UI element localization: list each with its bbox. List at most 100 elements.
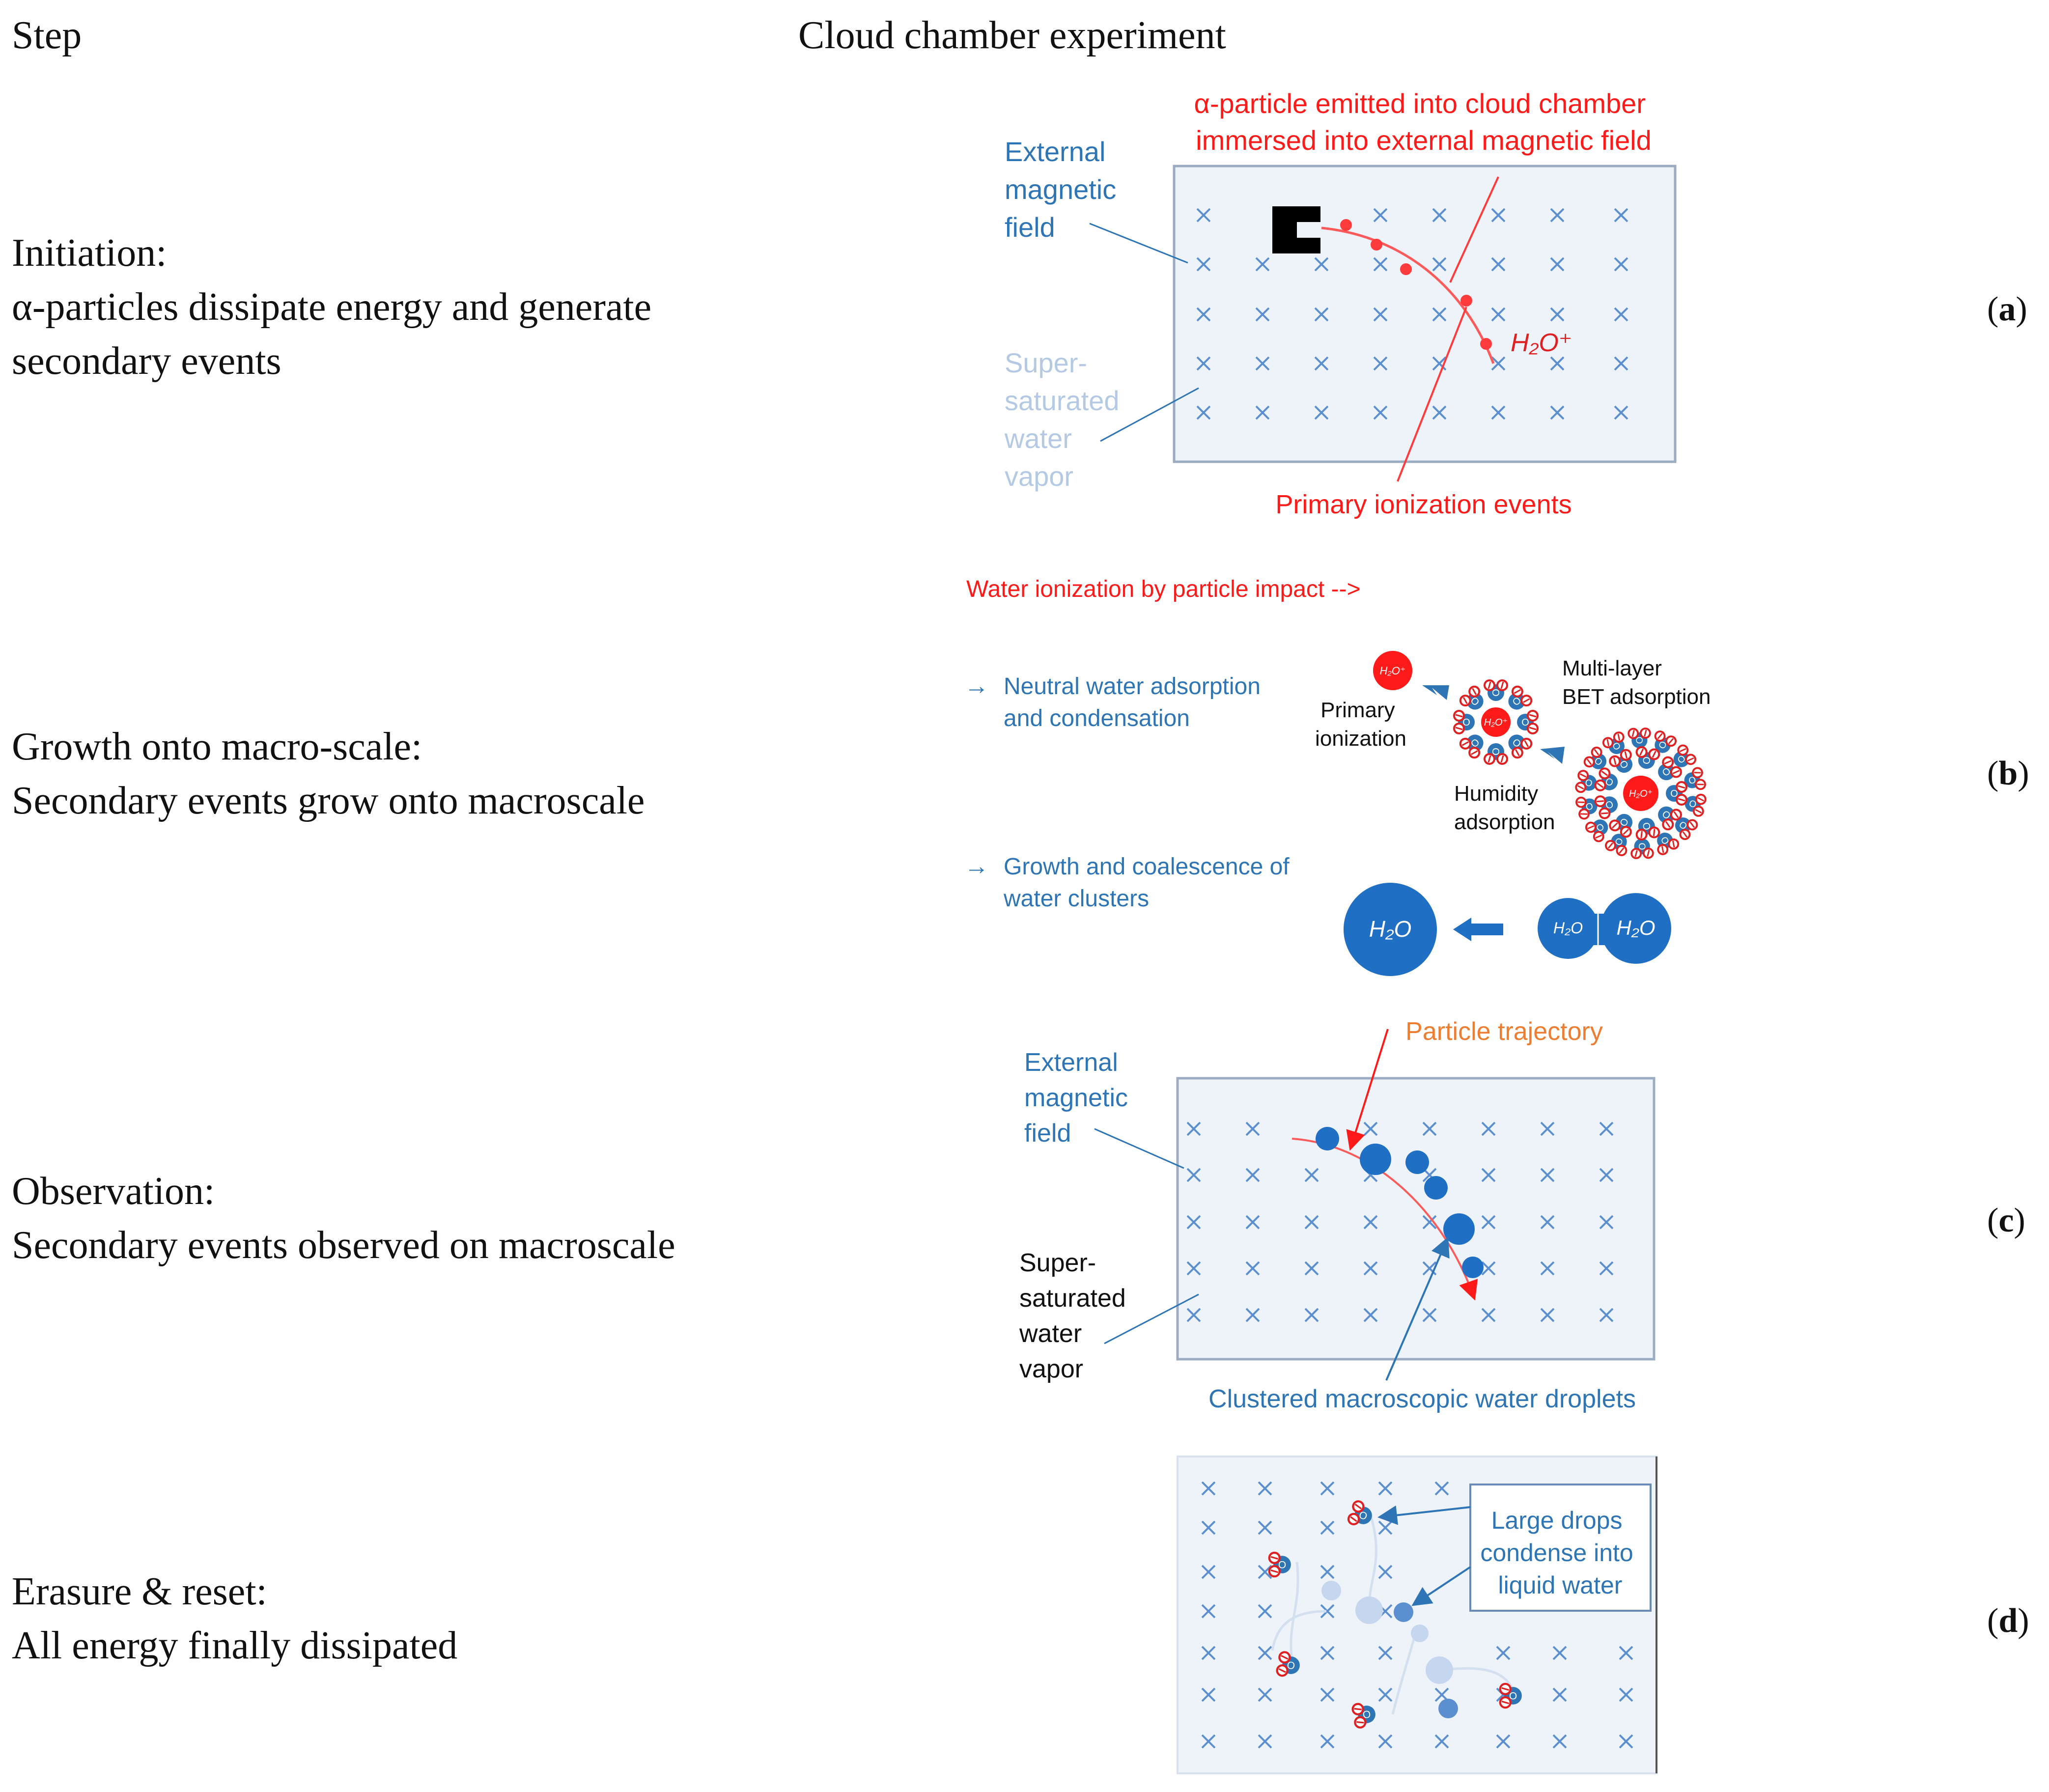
droplet-icon xyxy=(1316,1127,1339,1150)
cross-mark-icon xyxy=(1363,1121,1378,1136)
cross-mark-icon xyxy=(1258,1520,1272,1535)
cross-mark-icon xyxy=(1255,257,1270,272)
water-molecule-icon: O xyxy=(1503,729,1533,759)
cross-mark-icon xyxy=(1540,1168,1555,1182)
water-molecule-icon: O xyxy=(1600,729,1631,759)
droplet-icon xyxy=(1438,1699,1458,1718)
humidity-label: Humidity adsorption xyxy=(1454,782,1555,834)
water-molecule-icon: O xyxy=(1574,769,1600,796)
water-molecule-icon: O xyxy=(1607,747,1639,779)
cross-mark-icon xyxy=(1373,405,1388,420)
cross-mark-icon xyxy=(1363,1308,1378,1322)
step-initiation-title: Initiation: xyxy=(12,231,167,275)
cross-mark-icon xyxy=(1196,356,1211,371)
trajectory-leader xyxy=(1346,1029,1389,1151)
cross-mark-icon xyxy=(1491,257,1506,272)
step-observation-line-2: Secondary events observed on macroscale xyxy=(12,1224,675,1267)
callout-leader-2 xyxy=(1411,1566,1471,1606)
svg-text:O: O xyxy=(1278,1559,1286,1570)
cross-mark-icon xyxy=(1373,257,1388,272)
ionization-dot xyxy=(1460,295,1472,307)
alpha-trajectory xyxy=(1321,226,1495,364)
cross-mark-icon xyxy=(1422,1121,1437,1136)
cross-mark-icon xyxy=(1373,307,1388,322)
cross-mark-icon xyxy=(1314,356,1329,371)
cross-mark-icon xyxy=(1320,1646,1335,1660)
cross-mark-icon xyxy=(1481,1215,1496,1230)
water-molecule-icon: O xyxy=(1269,1553,1291,1576)
cross-mark-icon xyxy=(1255,307,1270,322)
cross-mark-icon xyxy=(1614,257,1628,272)
water-molecule-icon: O xyxy=(1652,800,1684,833)
water-molecule-icon: O xyxy=(1633,815,1661,841)
callout-box xyxy=(1469,1484,1652,1612)
water-molecule-icon: O xyxy=(1459,729,1489,759)
cross-mark-icon xyxy=(1196,257,1211,272)
panel-letter-d: d xyxy=(1998,1602,2018,1640)
droplet-icon xyxy=(1411,1624,1429,1642)
small-droplet-icon xyxy=(1538,898,1599,959)
svg-text:O: O xyxy=(1521,716,1529,727)
svg-text:O: O xyxy=(1491,748,1502,756)
cross-mark-icon xyxy=(1186,1168,1201,1182)
header-step: Step xyxy=(12,14,82,57)
arrow-icon xyxy=(1540,747,1565,764)
cross-mark-icon xyxy=(1434,1481,1449,1496)
cross-mark-icon xyxy=(1245,1215,1260,1230)
cross-mark-icon xyxy=(1378,1481,1393,1496)
cross-mark-icon xyxy=(1196,208,1211,223)
step-erasure-line-2: All energy finally dissipated xyxy=(12,1624,458,1667)
primary-ion-text: H₂O⁺ xyxy=(1379,665,1405,677)
ion-core-icon xyxy=(1623,776,1658,811)
cross-mark-icon xyxy=(1432,405,1447,420)
primary-ion-icon xyxy=(1373,651,1412,690)
cross-mark-icon xyxy=(1599,1215,1614,1230)
cross-mark-icon xyxy=(1320,1734,1335,1749)
water-molecule-icon: O xyxy=(1484,742,1508,765)
cross-mark-icon xyxy=(1201,1734,1216,1749)
cross-mark-icon xyxy=(1491,307,1506,322)
cross-mark-icon xyxy=(1550,208,1565,223)
small-droplet-text: H₂O xyxy=(1553,919,1583,937)
ion-core-icon xyxy=(1481,707,1511,737)
large-droplet-icon xyxy=(1344,883,1437,976)
water-molecule-icon: O xyxy=(1681,766,1707,794)
water-molecule-icon: O xyxy=(1459,685,1489,715)
cross-mark-icon xyxy=(1481,1308,1496,1322)
cross-mark-icon xyxy=(1320,1481,1335,1496)
cross-mark-icon xyxy=(1258,1481,1272,1496)
droplet-icon xyxy=(1321,1581,1341,1600)
cross-mark-icon xyxy=(1619,1734,1633,1749)
cross-mark-icon xyxy=(1619,1646,1633,1660)
water-molecule-icon: O xyxy=(1649,729,1679,758)
cross-mark-icon xyxy=(1245,1121,1260,1136)
panel-b: Water ionization by particle impact --> … xyxy=(964,576,1711,976)
svg-text:O: O xyxy=(1362,1708,1372,1721)
step-observation-title: Observation: xyxy=(12,1170,215,1213)
step-growth-title: Growth onto macro-scale: xyxy=(12,725,422,768)
ion-label-a: H₂O⁺ xyxy=(1511,329,1572,357)
vapor-label-a: Super- saturated water vapor xyxy=(1004,347,1127,492)
cross-mark-icon xyxy=(1614,307,1628,322)
cross-grid-a xyxy=(1196,208,1628,420)
svg-text:O: O xyxy=(1585,801,1594,813)
panel-label-c: (c) xyxy=(1987,1202,2025,1239)
droplet-icon xyxy=(1394,1602,1413,1622)
cross-mark-icon xyxy=(1481,1261,1496,1276)
droplets-c xyxy=(1316,1127,1484,1278)
callout-text: Large drops condense into liquid water xyxy=(1480,1507,1640,1599)
vapor-leader-c xyxy=(1104,1293,1199,1344)
primary-leader xyxy=(1397,307,1467,482)
droplet-icon xyxy=(1405,1150,1429,1174)
cross-grid-d xyxy=(1201,1481,1633,1749)
droplet-icon xyxy=(1443,1213,1475,1245)
pale-droplets xyxy=(1321,1581,1453,1684)
cross-mark-icon xyxy=(1552,1646,1567,1660)
svg-text:O: O xyxy=(1462,717,1470,728)
cross-mark-icon xyxy=(1255,405,1270,420)
cross-mark-icon xyxy=(1245,1261,1260,1276)
cross-mark-icon xyxy=(1614,356,1628,371)
cross-mark-icon xyxy=(1186,1261,1201,1276)
clustered-label: Clustered macroscopic water droplets xyxy=(1208,1385,1636,1413)
